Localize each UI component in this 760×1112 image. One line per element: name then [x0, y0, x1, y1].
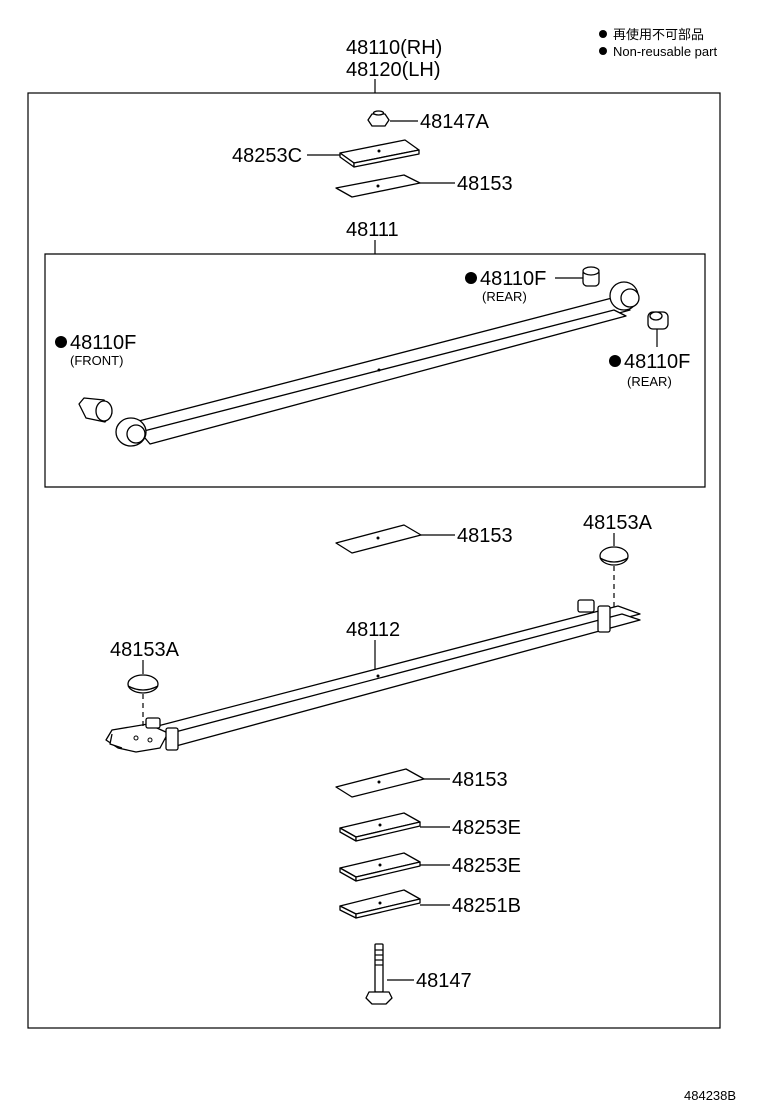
plate-48251b-icon: [339, 889, 421, 919]
bushing-rear-lower-bullet: [609, 355, 621, 367]
pad-48153-top-icon: [335, 174, 421, 198]
nut-48147a-icon: [367, 110, 390, 127]
legend: 再使用不可部品 Non-reusable part: [599, 27, 717, 59]
main-leaf-frame: [44, 253, 706, 488]
legend-bullet-english: [599, 47, 607, 55]
bushing-front-bullet: [55, 336, 67, 348]
figure-id: 484238B: [684, 1088, 736, 1103]
bumper-left-label: 48153A: [110, 639, 180, 661]
bumper-left-icon: [127, 674, 159, 694]
main-leaf-label: 48111: [346, 219, 399, 241]
assembly-lh-label: 48120(LH): [346, 59, 441, 81]
center-bolt-label: 48147: [416, 970, 472, 992]
plate-48253c-label: 48253C: [232, 145, 302, 167]
plate-48253e-1-icon: [339, 812, 421, 842]
bushing-rear-upper-icon: [582, 266, 600, 287]
pad-48153-lower-label: 48153: [452, 769, 508, 791]
second-leaf-spring-icon: [105, 599, 641, 753]
assembly-frame: [27, 92, 721, 1029]
legend-english: Non-reusable part: [613, 44, 717, 59]
bushing-rear-upper-bullet: [465, 272, 477, 284]
legend-bullet-japanese: [599, 30, 607, 38]
bumper-right-label: 48153A: [583, 512, 653, 534]
pad-48153-mid-label: 48153: [457, 525, 513, 547]
bumper-right-icon: [599, 546, 629, 566]
bushing-rear-upper-note: (REAR): [482, 289, 527, 304]
main-leaf-spring-icon: [115, 281, 640, 447]
bushing-rear-lower-label: 48110F: [624, 351, 690, 373]
pad-48153-top-label: 48153: [457, 173, 513, 195]
plate-48253e-2-label: 48253E: [452, 855, 521, 877]
legend-japanese: 再使用不可部品: [613, 27, 704, 42]
plate-48253c-icon: [339, 139, 420, 168]
pad-48153-mid-icon: [335, 524, 422, 554]
second-leaf-label: 48112: [346, 619, 400, 641]
pad-48153-lower-icon: [335, 768, 425, 798]
bushing-front-label: 48110F: [70, 332, 136, 354]
nut-48147a-label: 48147A: [420, 111, 490, 133]
center-bolt-icon: [365, 943, 393, 1005]
plate-48253e-2-icon: [339, 852, 421, 882]
plate-48253e-1-label: 48253E: [452, 817, 521, 839]
plate-48251b-label: 48251B: [452, 895, 521, 917]
bushing-rear-upper-label: 48110F: [480, 268, 546, 290]
assembly-rh-label: 48110(RH): [346, 37, 442, 59]
bushing-front-icon: [78, 397, 113, 423]
bushing-front-note: (FRONT): [70, 353, 123, 368]
bushing-rear-lower-icon: [647, 311, 669, 330]
bushing-rear-lower-note: (REAR): [627, 374, 672, 389]
